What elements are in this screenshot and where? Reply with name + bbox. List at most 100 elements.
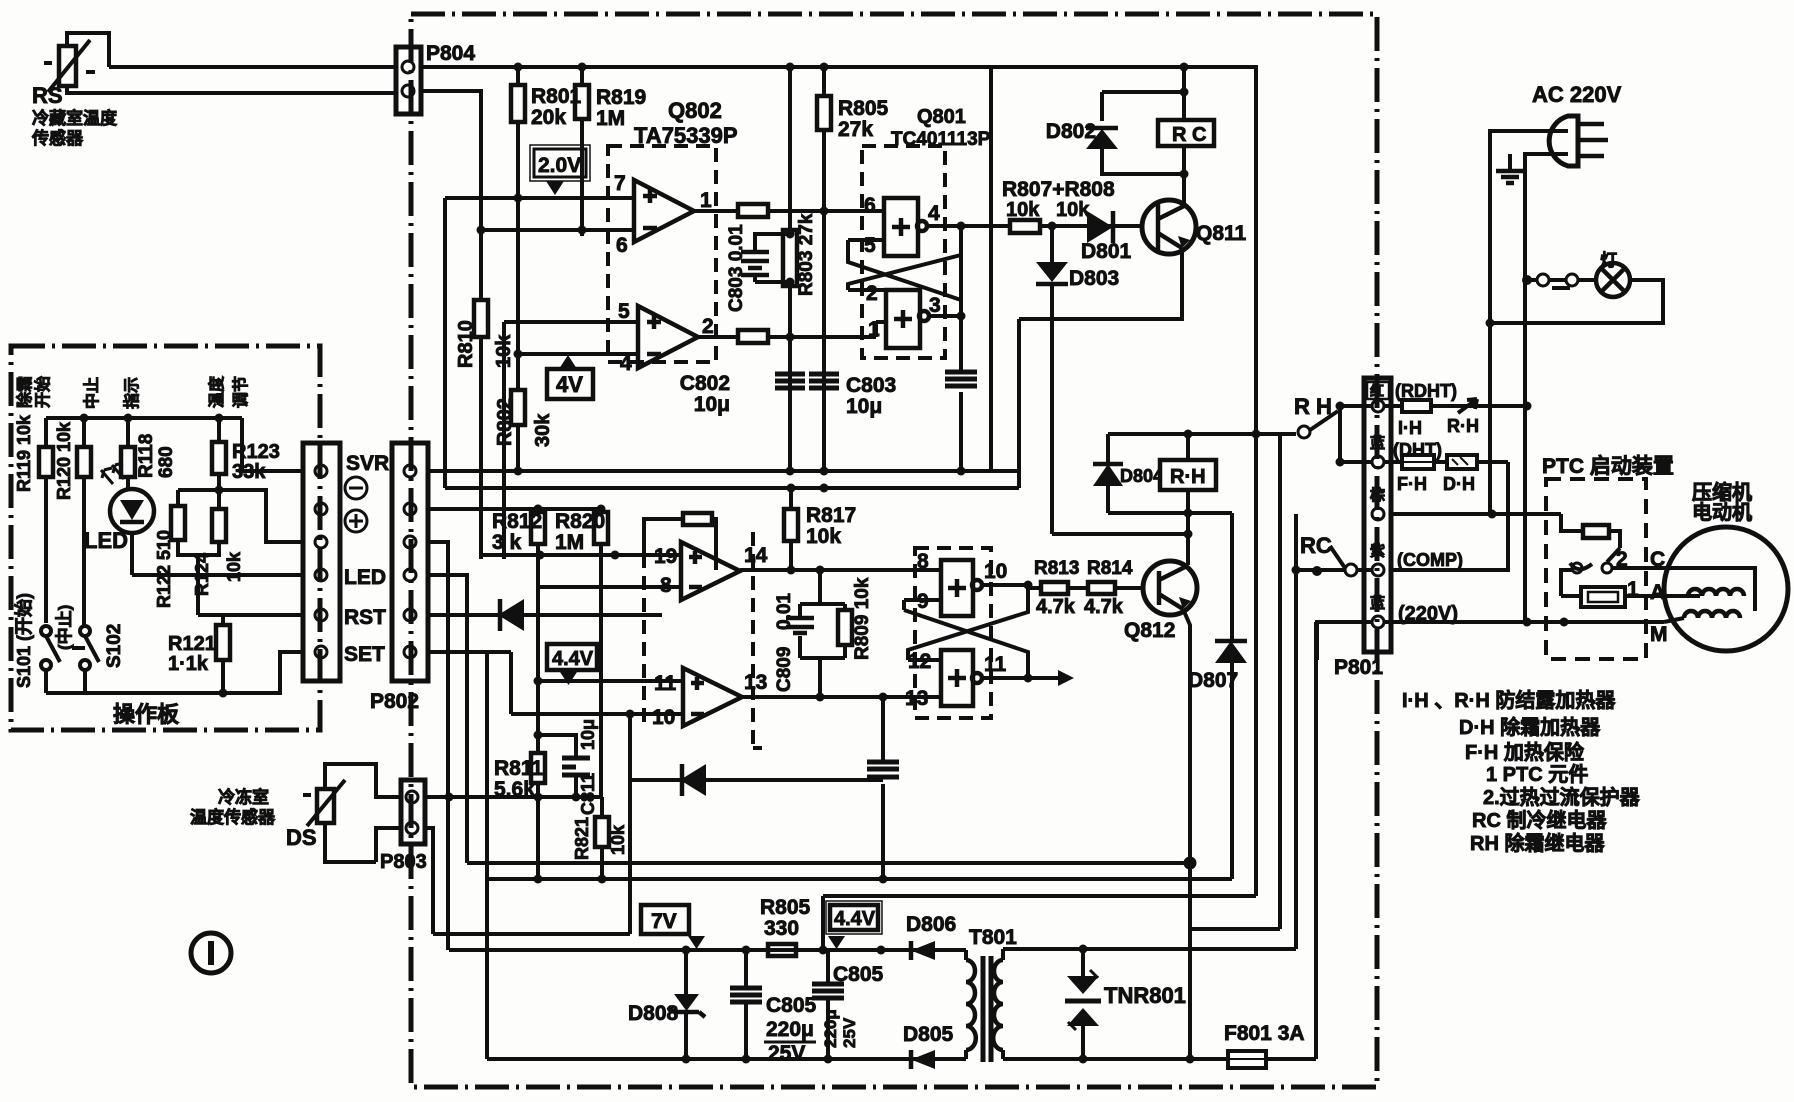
svg-text:RC: RC xyxy=(1300,533,1332,558)
svg-text:Q801: Q801 xyxy=(917,106,966,128)
svg-text:12: 12 xyxy=(908,650,931,673)
svg-text:操作板: 操作板 xyxy=(113,702,180,727)
svg-text:冷冻室: 冷冻室 xyxy=(218,787,269,807)
svg-text:10μ: 10μ xyxy=(578,719,598,750)
svg-text:1: 1 xyxy=(700,189,712,212)
svg-text:R123: R123 xyxy=(232,441,280,463)
svg-text:RC 制冷继电器: RC 制冷继电器 xyxy=(1472,808,1607,832)
svg-text:C803 0.01: C803 0.01 xyxy=(726,224,747,312)
svg-text:温度: 温度 xyxy=(207,375,226,409)
svg-text:AC 220V: AC 220V xyxy=(1532,82,1622,107)
svg-text:30k: 30k xyxy=(532,413,554,447)
svg-text:R119 10k: R119 10k xyxy=(14,414,34,492)
svg-text:(220V): (220V) xyxy=(1398,603,1458,625)
svg-text:P804: P804 xyxy=(426,42,475,65)
svg-text:11: 11 xyxy=(654,672,677,695)
svg-text:4V: 4V xyxy=(556,372,583,397)
svg-text:13: 13 xyxy=(905,687,928,710)
svg-text:R801: R801 xyxy=(531,85,582,108)
svg-text:R814: R814 xyxy=(1087,558,1133,579)
svg-text:R·H: R·H xyxy=(1170,466,1206,488)
svg-text:1: 1 xyxy=(868,318,880,341)
svg-text:7: 7 xyxy=(614,172,626,195)
svg-text:10k: 10k xyxy=(1006,199,1040,221)
svg-text:6: 6 xyxy=(864,194,876,217)
svg-text:4: 4 xyxy=(928,202,940,225)
svg-text:10: 10 xyxy=(984,560,1007,583)
svg-text:蓝: 蓝 xyxy=(1370,434,1385,452)
svg-text:R·H: R·H xyxy=(1447,416,1479,436)
svg-text:10k: 10k xyxy=(806,525,841,548)
svg-text:D·H: D·H xyxy=(1443,474,1475,494)
svg-text:5: 5 xyxy=(618,300,630,323)
svg-text:冷藏室温度: 冷藏室温度 xyxy=(32,108,118,128)
svg-text:25V: 25V xyxy=(768,1042,805,1065)
svg-text:1M: 1M xyxy=(596,107,625,130)
svg-text:R118: R118 xyxy=(136,434,157,478)
svg-text:C: C xyxy=(1650,548,1665,571)
svg-text:P801: P801 xyxy=(1334,656,1383,679)
svg-text:D806: D806 xyxy=(906,913,956,936)
svg-text:LED: LED xyxy=(344,566,386,589)
svg-text:R120 10k: R120 10k xyxy=(54,421,74,500)
svg-text:R121: R121 xyxy=(168,633,216,655)
svg-text:D801: D801 xyxy=(1081,240,1132,263)
svg-text:220μ: 220μ xyxy=(766,1018,814,1041)
svg-text:R820: R820 xyxy=(555,510,605,533)
svg-text:R122 510: R122 510 xyxy=(154,530,174,608)
svg-text:4.7k: 4.7k xyxy=(1084,596,1124,618)
svg-text:开始: 开始 xyxy=(33,376,52,408)
svg-text:20k: 20k xyxy=(531,106,566,129)
svg-text:10μ: 10μ xyxy=(694,393,730,416)
svg-text:9: 9 xyxy=(917,590,929,613)
svg-text:SET: SET xyxy=(344,643,385,666)
svg-text:10k: 10k xyxy=(1056,199,1090,221)
svg-text:温度传感器: 温度传感器 xyxy=(190,807,276,827)
svg-text:27k: 27k xyxy=(838,118,873,141)
svg-text:(COMP): (COMP) xyxy=(1397,550,1463,570)
svg-text:RH 除霜继电器: RH 除霜继电器 xyxy=(1470,831,1605,855)
svg-text:1M: 1M xyxy=(555,531,584,554)
svg-text:Q802: Q802 xyxy=(668,98,722,123)
svg-text:R805: R805 xyxy=(838,97,889,120)
svg-text:R812: R812 xyxy=(492,510,542,533)
svg-text:LED: LED xyxy=(84,528,128,553)
svg-text:Q812: Q812 xyxy=(1124,619,1175,642)
svg-text:4.7k: 4.7k xyxy=(1036,596,1076,618)
svg-text:SVR: SVR xyxy=(346,452,389,475)
svg-text:DS: DS xyxy=(286,825,317,850)
svg-text:TNR801: TNR801 xyxy=(1104,983,1186,1008)
svg-text:0.01: 0.01 xyxy=(774,593,795,630)
svg-text:S102: S102 xyxy=(104,624,125,668)
svg-text:压缩机: 压缩机 xyxy=(1692,480,1752,504)
svg-text:8: 8 xyxy=(917,550,929,573)
svg-text:10k: 10k xyxy=(224,551,244,582)
svg-text:5: 5 xyxy=(864,234,876,257)
svg-text:P802: P802 xyxy=(370,690,419,713)
svg-text:3 k: 3 k xyxy=(492,531,522,554)
svg-text:4: 4 xyxy=(620,352,632,375)
svg-text:4.4V: 4.4V xyxy=(834,908,876,930)
svg-text:RST: RST xyxy=(344,606,386,629)
svg-text:C803: C803 xyxy=(846,374,896,397)
svg-text:19: 19 xyxy=(654,545,677,568)
svg-text:R817: R817 xyxy=(806,504,856,527)
svg-text:F·H 加热保险: F·H 加热保险 xyxy=(1465,740,1585,764)
svg-text:14: 14 xyxy=(744,544,768,567)
svg-text:红: 红 xyxy=(1370,383,1384,399)
svg-text:Q811: Q811 xyxy=(1196,222,1247,245)
svg-text:10k: 10k xyxy=(608,824,628,855)
svg-text:S101 (开始): S101 (开始) xyxy=(13,593,34,688)
svg-text:指示: 指示 xyxy=(122,377,141,409)
svg-text:R809 10k: R809 10k xyxy=(852,577,873,660)
svg-text:1 PTC 元件: 1 PTC 元件 xyxy=(1486,762,1588,786)
svg-text:传感器: 传感器 xyxy=(31,128,84,148)
svg-text:D802: D802 xyxy=(1046,120,1096,143)
svg-text:2: 2 xyxy=(1616,548,1628,571)
svg-text:D805: D805 xyxy=(903,1023,954,1046)
svg-text:2.0V: 2.0V xyxy=(538,154,581,177)
svg-text:8: 8 xyxy=(660,574,672,597)
svg-text:D808: D808 xyxy=(628,1002,679,1025)
svg-text:D·H 除霜加热器: D·H 除霜加热器 xyxy=(1459,715,1601,739)
svg-text:330: 330 xyxy=(764,917,799,940)
